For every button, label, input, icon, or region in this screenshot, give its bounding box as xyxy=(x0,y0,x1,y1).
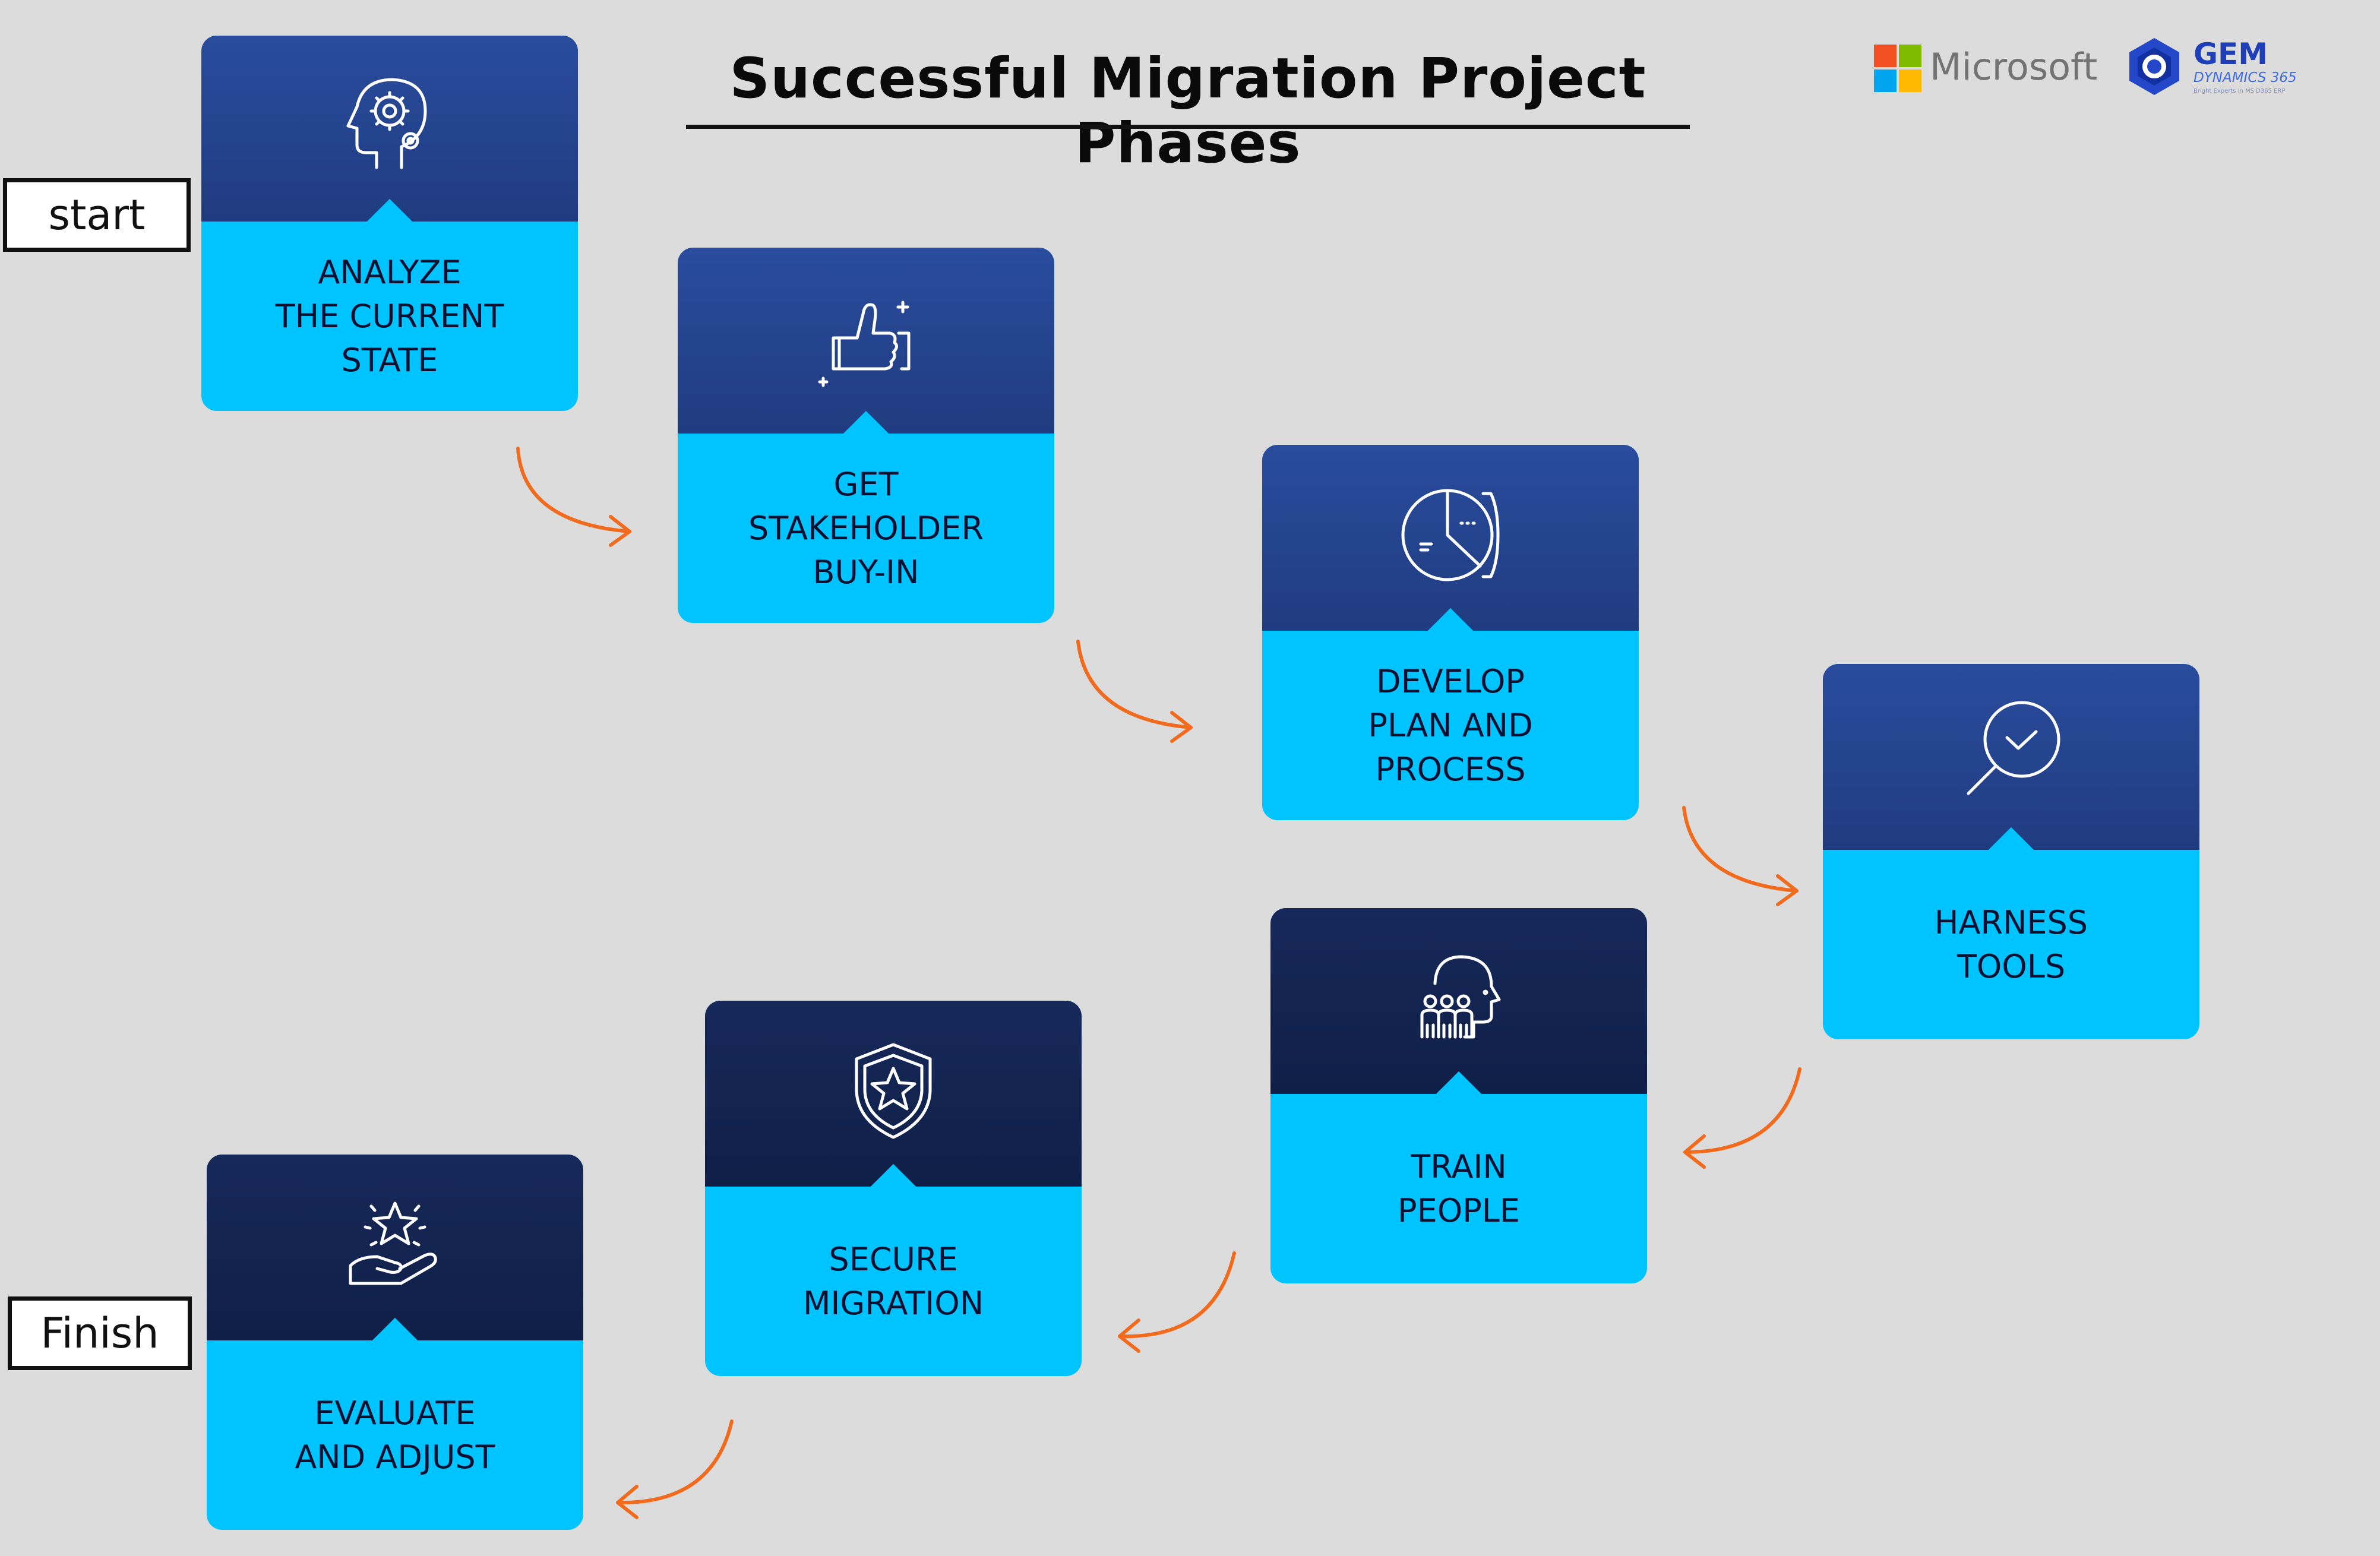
card-label: DEVELOP PLAN AND PROCESS xyxy=(1368,662,1533,788)
gem-wordmark: GEM xyxy=(2193,37,2268,71)
windows-icon xyxy=(1874,45,1921,92)
phase-card-buyin: GET STAKEHOLDER BUY-IN xyxy=(678,248,1054,623)
arrow-6-to-7 xyxy=(616,1419,734,1519)
head-gear-icon xyxy=(346,78,427,169)
pie-chart-icon xyxy=(1401,489,1500,581)
arrow-3-to-4 xyxy=(1682,806,1799,906)
phase-card-secure: SECURE MIGRATION xyxy=(705,1001,1082,1376)
gem-hexagon-icon xyxy=(2129,38,2179,95)
page-title: Successful Migration Project Phases xyxy=(729,46,1646,176)
title-underline xyxy=(686,125,1690,129)
phase-card-analyze: ANALYZE THE CURRENT STATE xyxy=(201,36,578,411)
phase-card-train: TRAIN PEOPLE xyxy=(1270,908,1647,1283)
card-label: EVALUATE AND ADJUST xyxy=(295,1394,495,1476)
phase-card-tools: HARNESS TOOLS xyxy=(1823,664,2199,1039)
card-header xyxy=(207,1155,583,1340)
phase-card-plan: DEVELOP PLAN AND PROCESS xyxy=(1262,445,1639,820)
card-label: HARNESS TOOLS xyxy=(1934,903,2088,985)
gem-tagline: Bright Experts in MS D365 ERP xyxy=(2193,88,2286,94)
microsoft-wordmark: Microsoft xyxy=(1930,45,2098,88)
arrow-4-to-5 xyxy=(1683,1067,1801,1169)
shield-star-icon xyxy=(855,1043,932,1139)
card-label: SECURE MIGRATION xyxy=(802,1240,984,1322)
card-label: ANALYZE THE CURRENT STATE xyxy=(275,253,504,379)
gem-logo: GEM DYNAMICS 365 Bright Experts in MS D3… xyxy=(2123,36,2325,101)
magnifier-check-icon xyxy=(1967,701,2060,795)
hand-star-icon xyxy=(349,1201,437,1285)
gem-subtitle: DYNAMICS 365 xyxy=(2193,70,2297,86)
card-label: GET STAKEHOLDER BUY-IN xyxy=(748,465,984,591)
arrow-2-to-3 xyxy=(1076,640,1193,743)
start-label: start xyxy=(3,178,191,252)
card-header xyxy=(705,1001,1082,1187)
head-people-icon xyxy=(1420,955,1501,1039)
arrow-1-to-2 xyxy=(516,447,631,547)
thumbs-up-icon xyxy=(818,301,911,387)
card-header xyxy=(1823,664,2199,850)
card-header xyxy=(678,248,1054,434)
phase-card-evaluate: EVALUATE AND ADJUST xyxy=(207,1155,583,1530)
finish-label: Finish xyxy=(8,1296,192,1370)
microsoft-logo: Microsoft xyxy=(1874,42,2097,95)
arrow-5-to-6 xyxy=(1118,1251,1236,1353)
card-label: TRAIN PEOPLE xyxy=(1398,1147,1520,1229)
